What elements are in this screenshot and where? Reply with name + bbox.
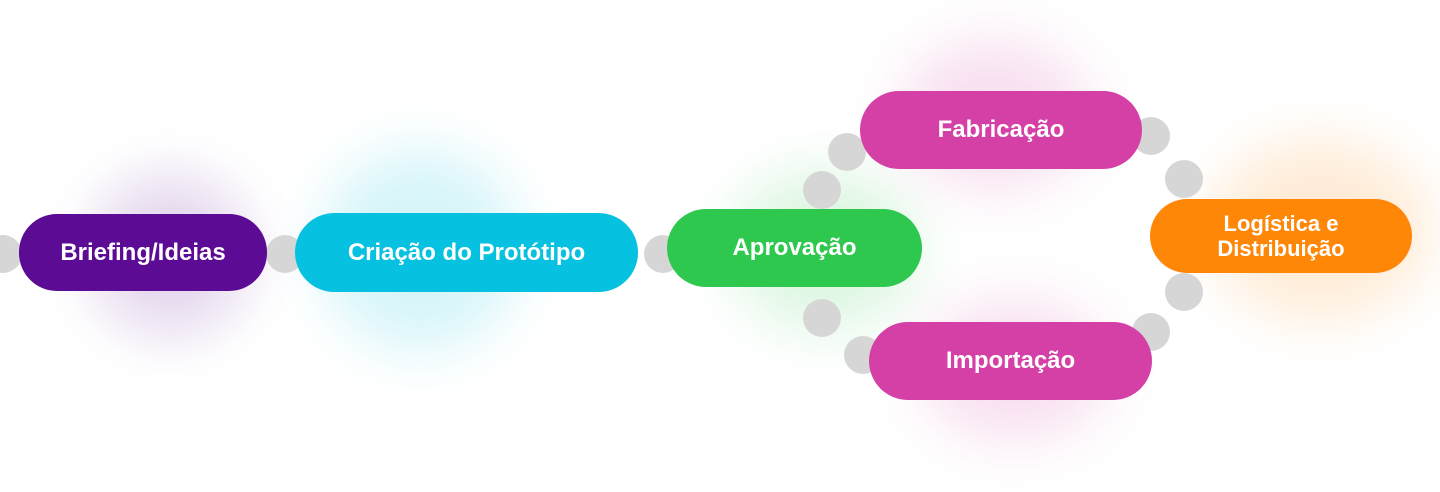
- connector-dot: [803, 299, 841, 337]
- connector-dot: [828, 133, 866, 171]
- node-briefing: Briefing/Ideias: [19, 214, 267, 291]
- connector-dot: [1165, 160, 1203, 198]
- node-logistica-label-line2: Distribuição: [1217, 236, 1345, 261]
- node-importacao-label: Importação: [945, 347, 1076, 375]
- node-criacao: Criação do Protótipo: [295, 213, 638, 292]
- node-fabricacao-label: Fabricação: [937, 116, 1065, 144]
- node-logistica-label-line1: Logística e: [1223, 210, 1339, 236]
- connector-dot: [803, 171, 841, 209]
- node-criacao-label: Criação do Protótipo: [347, 238, 586, 266]
- node-importacao: Importação: [869, 322, 1152, 400]
- node-aprovacao-label: Aprovação: [732, 234, 857, 262]
- node-logistica: Logística e Distribuição: [1150, 199, 1412, 273]
- node-aprovacao: Aprovação: [667, 209, 922, 287]
- node-fabricacao: Fabricação: [860, 91, 1142, 169]
- node-briefing-label: Briefing/Ideias: [60, 238, 226, 266]
- connector-dot: [0, 235, 22, 273]
- connector-dot: [1165, 273, 1203, 311]
